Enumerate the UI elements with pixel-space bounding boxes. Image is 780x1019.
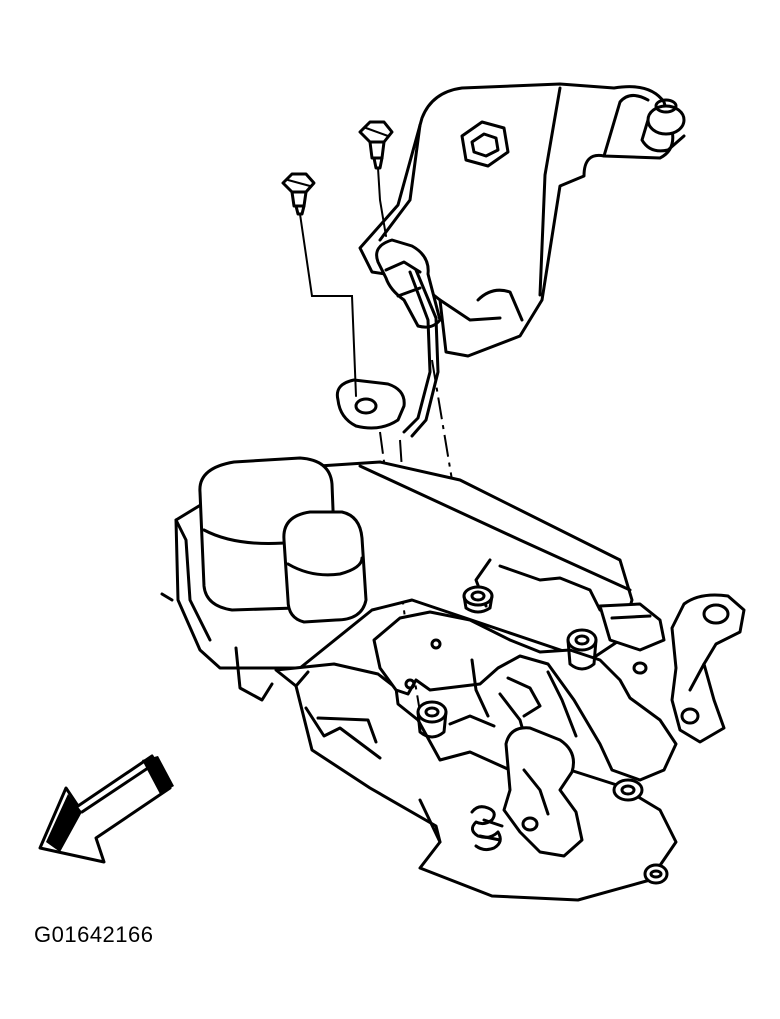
right-mounting-tab [672, 595, 744, 742]
electrical-connector [600, 604, 664, 673]
arrow-pointing-down-left-icon [40, 756, 174, 862]
lock-rod [337, 270, 438, 436]
mounting-boss-right [568, 630, 596, 669]
latch-spring [472, 807, 502, 850]
screw-leader-lines [300, 168, 386, 396]
mounting-boss-corner [645, 865, 667, 883]
mounting-boss-rear [464, 587, 492, 612]
upper-mounting-bracket [360, 84, 673, 356]
latch-fork [504, 728, 582, 856]
screw-right [360, 122, 392, 168]
lock-motor-small [284, 512, 366, 622]
figure-code-label: G01642166 [34, 922, 154, 947]
bracket-hex-bolt [462, 122, 508, 166]
bracket-pivot-stud [642, 100, 684, 151]
screw-left [283, 174, 314, 214]
latch-mechanism [374, 612, 676, 780]
small-rivet-points [406, 640, 440, 688]
mounting-boss-lower [614, 780, 642, 800]
mounting-boss-center [418, 702, 446, 737]
